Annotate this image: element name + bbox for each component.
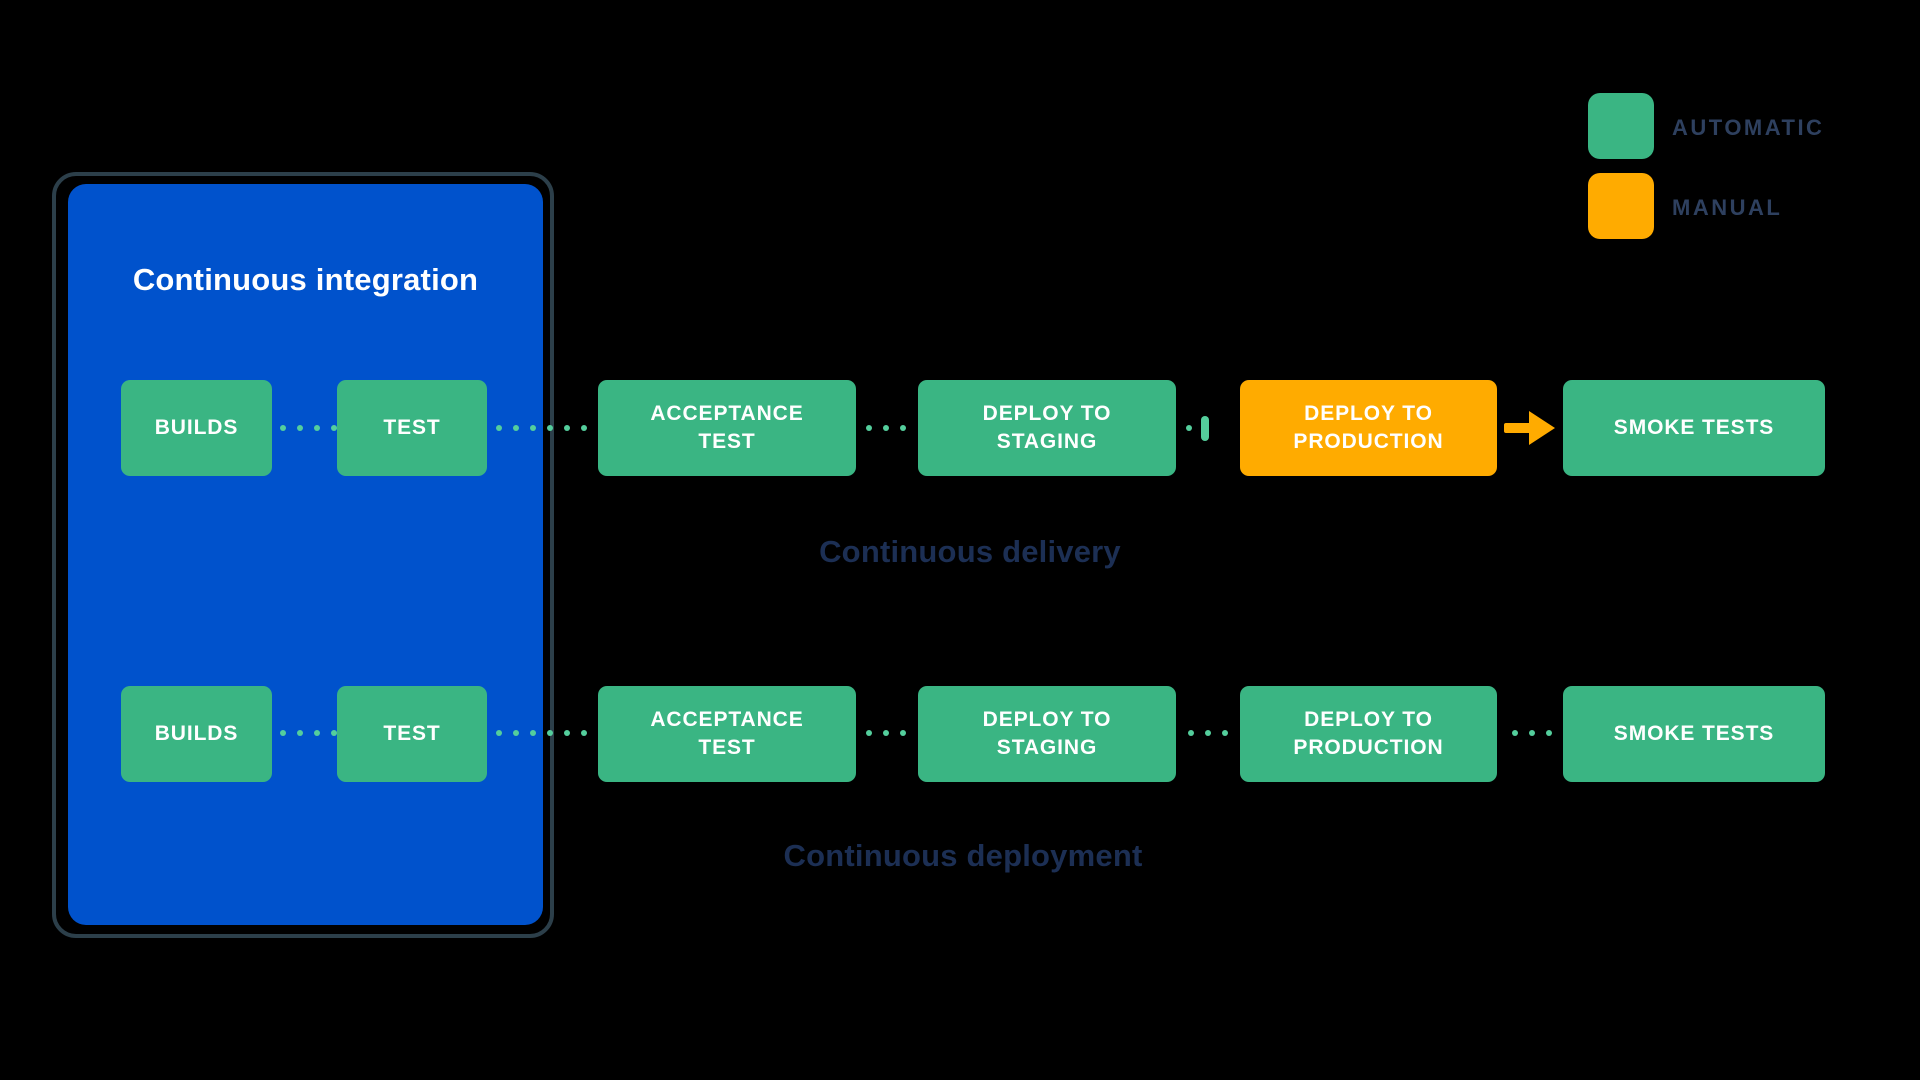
delivery-stage-deploy-to-production: DEPLOY TO PRODUCTION [1240, 380, 1497, 476]
dotted-connector [280, 730, 337, 736]
manual-arrow-icon [1504, 423, 1532, 433]
delivery-stage-smoke-tests: SMOKE TESTS [1563, 380, 1825, 476]
dotted-connector [1512, 730, 1552, 736]
dotted-connector [280, 425, 337, 431]
manual-arrow-head-icon [1529, 411, 1555, 445]
delivery-stage-test: TEST [337, 380, 487, 476]
dotted-connector [496, 425, 587, 431]
dotted-connector [1186, 425, 1192, 431]
deployment-label: Continuous deployment [783, 838, 1143, 873]
dotted-connector [1188, 730, 1228, 736]
deployment-stage-builds: BUILDS [121, 686, 272, 782]
delivery-stage-acceptance-test: ACCEPTANCE TEST [598, 380, 856, 476]
deployment-stage-deploy-to-staging: DEPLOY TO STAGING [918, 686, 1176, 782]
manual-swatch-icon [1588, 173, 1654, 239]
delivery-stage-builds: BUILDS [121, 380, 272, 476]
dotted-connector [866, 730, 906, 736]
delivery-label: Continuous delivery [819, 534, 1121, 569]
delivery-stage-deploy-to-staging: DEPLOY TO STAGING [918, 380, 1176, 476]
ci-box [68, 184, 543, 925]
legend-label-automatic: AUTOMATIC [1672, 115, 1825, 140]
ci-box-outline [52, 172, 554, 938]
dotted-connector [496, 730, 587, 736]
deployment-stage-test: TEST [337, 686, 487, 782]
deployment-stage-deploy-to-production: DEPLOY TO PRODUCTION [1240, 686, 1497, 782]
manual-gate-bar [1201, 416, 1209, 441]
ci-title: Continuous integration [132, 262, 479, 297]
dotted-connector [866, 425, 906, 431]
automatic-swatch-icon [1588, 93, 1654, 159]
deployment-stage-acceptance-test: ACCEPTANCE TEST [598, 686, 856, 782]
legend-label-manual: MANUAL [1672, 195, 1783, 220]
deployment-stage-smoke-tests: SMOKE TESTS [1563, 686, 1825, 782]
